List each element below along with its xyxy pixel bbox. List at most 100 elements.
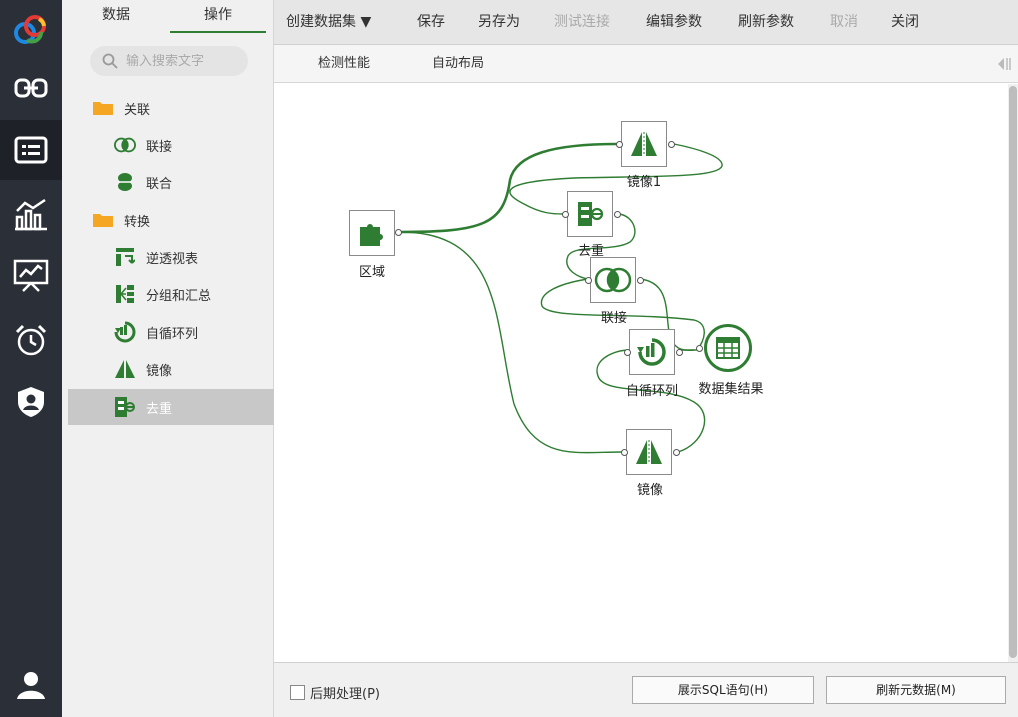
post-process-checkbox[interactable]: 后期处理(P) [290,683,380,702]
group-icon [114,283,136,305]
tree-item-label: 自循环列 [146,326,199,342]
folder-icon [92,209,114,231]
flow-canvas[interactable]: 区域 镜像1 去重 联接 [274,84,1018,662]
mirror-icon [114,358,136,380]
self-loop-icon [637,338,666,366]
edge-region-mirror [399,231,623,454]
toolbar: 创建数据集 ▼ 保存 另存为 测试连接 编辑参数 刷新参数 取消 关闭 [274,0,1018,45]
sub-toolbar: 检测性能 自动布局 [274,45,1018,83]
tab-data[interactable]: 数据 [102,7,130,23]
node-label-result: 数据集结果 [698,382,764,397]
edge-join-result [540,278,705,349]
search-box[interactable] [90,46,248,76]
tree-item-label: 镜像 [146,363,173,379]
port-in[interactable] [616,141,623,148]
operator-panel: 数据 操作 关联 联接 联合 [62,0,274,717]
close-button[interactable]: 关闭 [891,14,919,30]
tab-operations[interactable]: 操作 [170,0,266,33]
tree-item-unpivot[interactable]: 逆透视表 [114,239,320,275]
tree-item-label: 转换 [124,214,151,230]
node-label-mirror1: 镜像1 [626,175,662,190]
tree-item-self-loop[interactable]: 自循环列 [114,314,320,350]
node-mirror1[interactable] [621,121,667,167]
mirror-icon [631,132,657,156]
tree-item-label: 分组和汇总 [146,288,212,304]
port-in[interactable] [621,449,628,456]
main-nav [0,0,62,717]
tree-item-dedup[interactable]: 去重 [68,389,274,425]
node-self-loop[interactable] [629,329,675,375]
collapse-panel-icon[interactable] [996,57,1012,75]
tree-item-label: 逆透视表 [146,251,199,267]
port-in[interactable] [585,277,592,284]
dedup-icon [578,202,604,226]
port-out[interactable] [676,349,683,356]
port-out[interactable] [614,211,621,218]
show-sql-button[interactable]: 展示SQL语句(H) [632,676,814,704]
puzzle-icon [360,224,383,246]
tree-item-label: 联接 [146,139,173,155]
port-out[interactable] [395,229,402,236]
self-loop-icon [114,321,136,343]
edge-region-mirror1 [399,142,618,234]
join-icon [114,134,136,156]
dataset-icon[interactable] [0,120,62,180]
tree-folder-relation[interactable]: 关联 [92,90,298,126]
cancel-button[interactable]: 取消 [830,14,858,30]
join-icon [594,267,632,293]
footer-bar: 后期处理(P) 展示SQL语句(H) 刷新元数据(M) [274,662,1018,717]
dashboard-icon[interactable] [0,246,62,306]
union-icon [114,171,136,193]
user-icon[interactable] [0,655,62,715]
edge-mirror-selfloop [596,349,706,453]
create-dataset-dropdown[interactable]: 创建数据集 ▼ [286,14,372,30]
node-label-dedup: 去重 [577,244,604,259]
edit-params-button[interactable]: 编辑参数 [646,14,702,30]
search-input[interactable] [126,53,246,69]
port-in[interactable] [696,345,703,352]
link-icon[interactable] [0,58,62,118]
tree-folder-transform[interactable]: 转换 [92,202,298,238]
port-in[interactable] [562,211,569,218]
checkbox-box[interactable] [290,685,305,700]
node-mirror[interactable] [626,429,672,475]
refresh-params-button[interactable]: 刷新参数 [738,14,794,30]
port-out[interactable] [673,449,680,456]
app-logo-icon[interactable] [0,0,62,60]
folder-icon [92,97,114,119]
refresh-metadata-button[interactable]: 刷新元数据(M) [826,676,1006,704]
node-region[interactable] [349,210,395,256]
save-button[interactable]: 保存 [417,14,445,30]
node-label-region: 区域 [358,265,385,280]
edge-dedup-join [566,213,636,280]
node-dedup[interactable] [567,191,613,237]
node-label-mirror: 镜像 [636,483,663,498]
check-performance-button[interactable]: 检测性能 [318,56,371,71]
node-dataset-result[interactable] [704,324,752,372]
shield-user-icon[interactable] [0,372,62,432]
search-icon [102,53,118,69]
node-join[interactable] [590,257,636,303]
tree-item-join[interactable]: 联接 [114,127,320,163]
tree-item-group[interactable]: 分组和汇总 [114,276,320,312]
dedup-icon [114,396,136,418]
tree-item-label: 去重 [146,401,173,417]
alarm-icon[interactable] [0,310,62,370]
tree-item-label: 联合 [146,176,173,192]
tree-item-union[interactable]: 联合 [114,164,320,200]
unpivot-icon [114,246,136,268]
auto-layout-button[interactable]: 自动布局 [432,56,485,71]
mirror-icon [636,440,662,464]
port-out[interactable] [668,141,675,148]
port-in[interactable] [624,349,631,356]
table-icon [716,337,740,359]
port-out[interactable] [637,277,644,284]
chart-icon[interactable] [0,184,62,244]
canvas-scrollbar-thumb[interactable] [1009,86,1017,658]
node-label-join: 联接 [600,311,627,326]
node-label-self-loop: 自循环列 [625,384,678,399]
test-connection-button[interactable]: 测试连接 [554,14,610,30]
save-as-button[interactable]: 另存为 [478,14,520,30]
tree-item-mirror[interactable]: 镜像 [114,351,320,387]
flow-connections [399,142,723,454]
